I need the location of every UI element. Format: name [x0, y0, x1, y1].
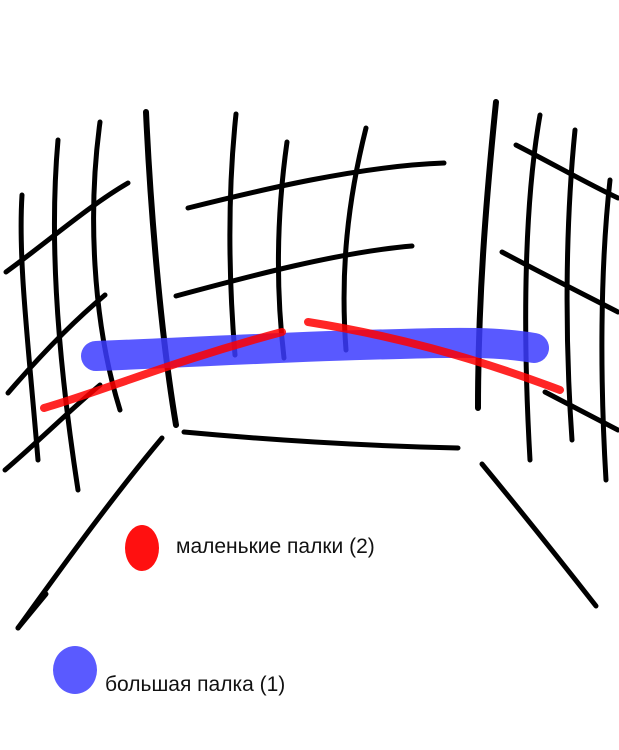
legend-label-big-stick: большая палка (1) — [105, 673, 286, 696]
back-wall-grid — [173, 111, 447, 361]
small-stick-red-right — [304, 318, 564, 394]
legend-label-small-sticks: маленькие палки (2) — [176, 535, 375, 558]
big-stick-blue — [81, 327, 549, 371]
right-corner-post — [475, 99, 499, 411]
back-wall-vertical-line — [341, 125, 369, 353]
small-stick-red-left — [40, 328, 286, 412]
legend-blue-marker — [53, 646, 97, 694]
floor-back-edge — [181, 429, 461, 451]
right-wall-grid — [499, 112, 619, 483]
left-wall-grid — [2, 119, 131, 493]
floor-right-edge — [479, 461, 599, 609]
back-wall-vertical-line — [227, 111, 239, 358]
left-corner-post — [143, 109, 179, 428]
right-wall-vertical-line — [523, 112, 543, 463]
floor-left-edge-tail — [15, 591, 49, 631]
left-wall-vertical-line — [51, 137, 81, 493]
left-wall-vertical-line — [18, 192, 41, 463]
right-wall-horizontal-line — [542, 389, 619, 433]
legend-red-marker — [125, 525, 159, 571]
right-wall-vertical-line — [599, 177, 613, 483]
back-wall-horizontal-line — [173, 243, 415, 299]
floor-lines — [15, 429, 599, 631]
left-wall-horizontal-line — [5, 292, 108, 396]
left-wall-horizontal-line — [3, 180, 131, 275]
left-wall-vertical-line — [91, 119, 123, 413]
right-wall-horizontal-line — [513, 142, 619, 201]
back-wall-vertical-line — [275, 139, 290, 361]
right-wall-horizontal-line — [499, 249, 619, 315]
back-wall-horizontal-line — [185, 160, 447, 211]
